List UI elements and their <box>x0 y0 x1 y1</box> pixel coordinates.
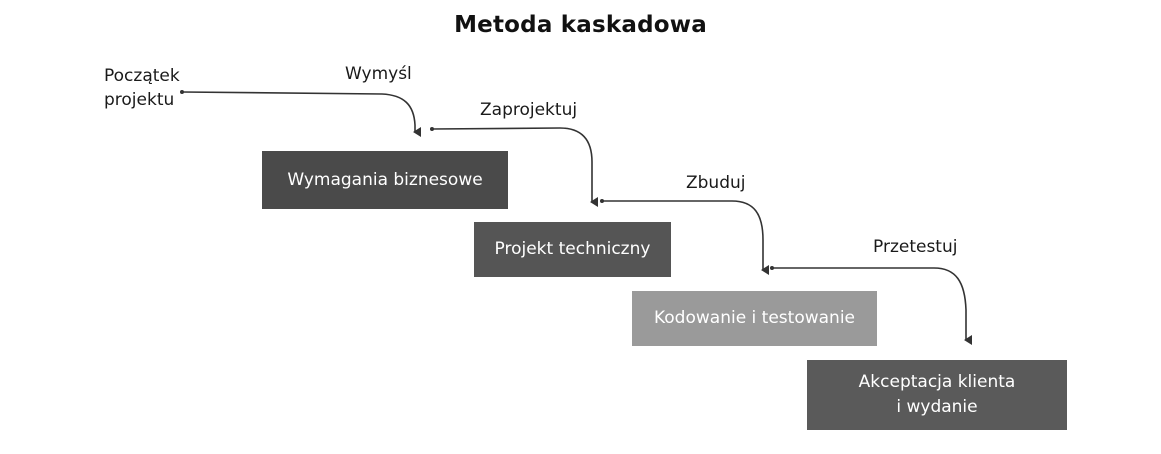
stage-box-akceptacja-line-1: Akceptacja klienta <box>858 372 1016 392</box>
stage-box-akceptacja: Akceptacja klienta i wydanie <box>807 360 1067 430</box>
arrow-tail-dots <box>180 90 774 270</box>
stage-box-akceptacja-text: Akceptacja klienta i wydanie <box>859 370 1016 420</box>
arrow-przetestuj <box>772 267 972 345</box>
stage-box-wymagania: Wymagania biznesowe <box>262 151 508 209</box>
start-label: Początek projektu <box>104 64 180 112</box>
stage-box-akceptacja-line-2: i wydanie <box>896 397 978 417</box>
stage-box-kodowanie-text: Kodowanie i testowanie <box>653 308 856 328</box>
phase-label-zbuduj: Zbuduj <box>686 173 746 193</box>
arrow-paths <box>181 91 972 345</box>
diagram-title: Metoda kaskadowa <box>454 12 707 38</box>
tail-dot-4 <box>770 266 774 270</box>
stage-box-wymagania-text: Wymagania biznesowe <box>287 169 483 190</box>
stage-box-projekt: Projekt techniczny <box>474 222 671 277</box>
stage-box-kodowanie: Kodowanie i testowanie <box>632 291 877 346</box>
stage-box-projekt-text: Projekt techniczny <box>494 239 651 259</box>
tail-dot-1 <box>180 90 184 94</box>
phase-label-przetestuj: Przetestuj <box>873 237 958 257</box>
phase-label-zaprojektuj: Zaprojektuj <box>480 100 578 120</box>
phase-label-wymysl: Wymyśl <box>345 64 412 84</box>
start-label-line-2: projektu <box>104 90 175 110</box>
tail-dot-3 <box>600 199 604 203</box>
tail-dot-2 <box>430 127 434 131</box>
arrow-zbuduj <box>602 200 769 275</box>
arrow-wymysl <box>181 91 421 137</box>
start-label-line-1: Początek <box>104 66 180 86</box>
arrow-zaprojektuj <box>431 127 598 207</box>
